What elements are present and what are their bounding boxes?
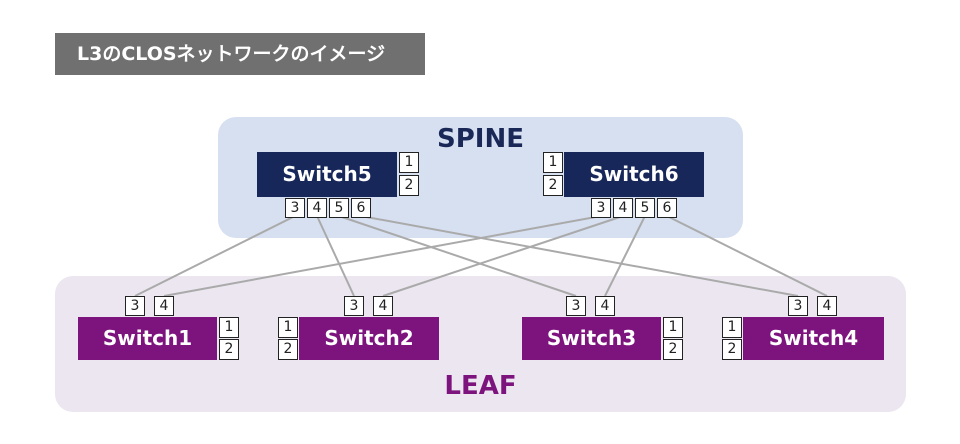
switch3-port-3: 3 [566, 296, 586, 316]
switch6-port-4: 4 [613, 198, 633, 218]
switch1: Switch1 [78, 317, 217, 360]
switch6-port-3: 3 [591, 198, 611, 218]
spine-label: SPINE [437, 124, 524, 154]
switch4-port-2: 2 [722, 339, 742, 360]
switch5: Switch5 [257, 152, 397, 197]
link-sw5-p5-sw3 [338, 215, 577, 297]
switch6: Switch6 [564, 152, 704, 197]
switch2: Switch2 [299, 317, 439, 360]
switch4-port-3: 3 [788, 296, 808, 316]
link-sw5-p6-sw4 [360, 215, 799, 297]
switch5-port-2: 2 [399, 175, 419, 196]
link-sw6-p3-sw1 [163, 215, 602, 297]
switch3-port-4: 4 [595, 296, 615, 316]
switch5-port-5: 5 [329, 198, 349, 218]
switch5-port-1: 1 [399, 152, 419, 173]
link-sw6-p6-sw4 [666, 215, 828, 297]
diagram-title: L3のCLOSネットワークのイメージ [55, 33, 425, 75]
switch4: Switch4 [743, 317, 884, 360]
switch6-port-5: 5 [635, 198, 655, 218]
link-sw5-p4-sw2 [316, 215, 355, 297]
switch2-port-1: 1 [278, 317, 298, 338]
switch1-port-3: 3 [125, 296, 145, 316]
switch4-port-1: 1 [722, 317, 742, 338]
link-sw5-p3-sw1 [134, 215, 296, 297]
switch2-port-3: 3 [344, 296, 364, 316]
switch3-port-1: 1 [663, 317, 683, 338]
switch5-port-4: 4 [307, 198, 327, 218]
switch1-port-2: 2 [219, 339, 239, 360]
switch1-port-4: 4 [154, 296, 174, 316]
switch6-port-2: 2 [543, 175, 563, 196]
switch3-port-2: 2 [663, 339, 683, 360]
switch6-port-6: 6 [657, 198, 677, 218]
switch3: Switch3 [522, 317, 661, 360]
switch4-port-4: 4 [817, 296, 837, 316]
leaf-label: LEAF [444, 371, 517, 401]
switch2-port-2: 2 [278, 339, 298, 360]
switch5-port-6: 6 [351, 198, 371, 218]
link-sw6-p4-sw2 [382, 215, 624, 297]
switch1-port-1: 1 [219, 317, 239, 338]
switch5-port-3: 3 [285, 198, 305, 218]
switch2-port-4: 4 [373, 296, 393, 316]
link-sw6-p5-sw3 [604, 215, 646, 297]
switch6-port-1: 1 [543, 152, 563, 173]
